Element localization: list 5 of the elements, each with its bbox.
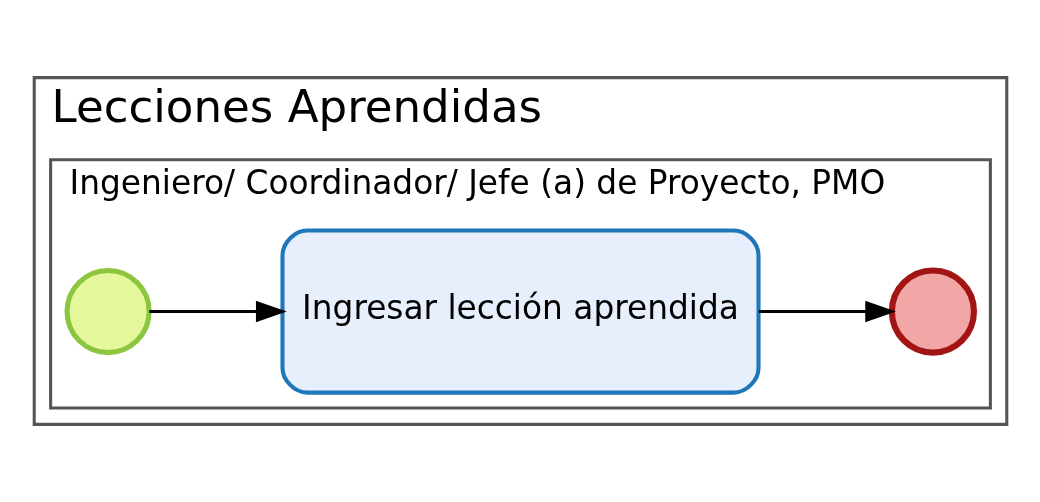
node-box: Ingresar lección aprendida [279, 228, 761, 395]
arrow [148, 300, 287, 323]
node-circle [64, 267, 152, 356]
arrow [758, 300, 896, 323]
node-circle [888, 267, 977, 356]
